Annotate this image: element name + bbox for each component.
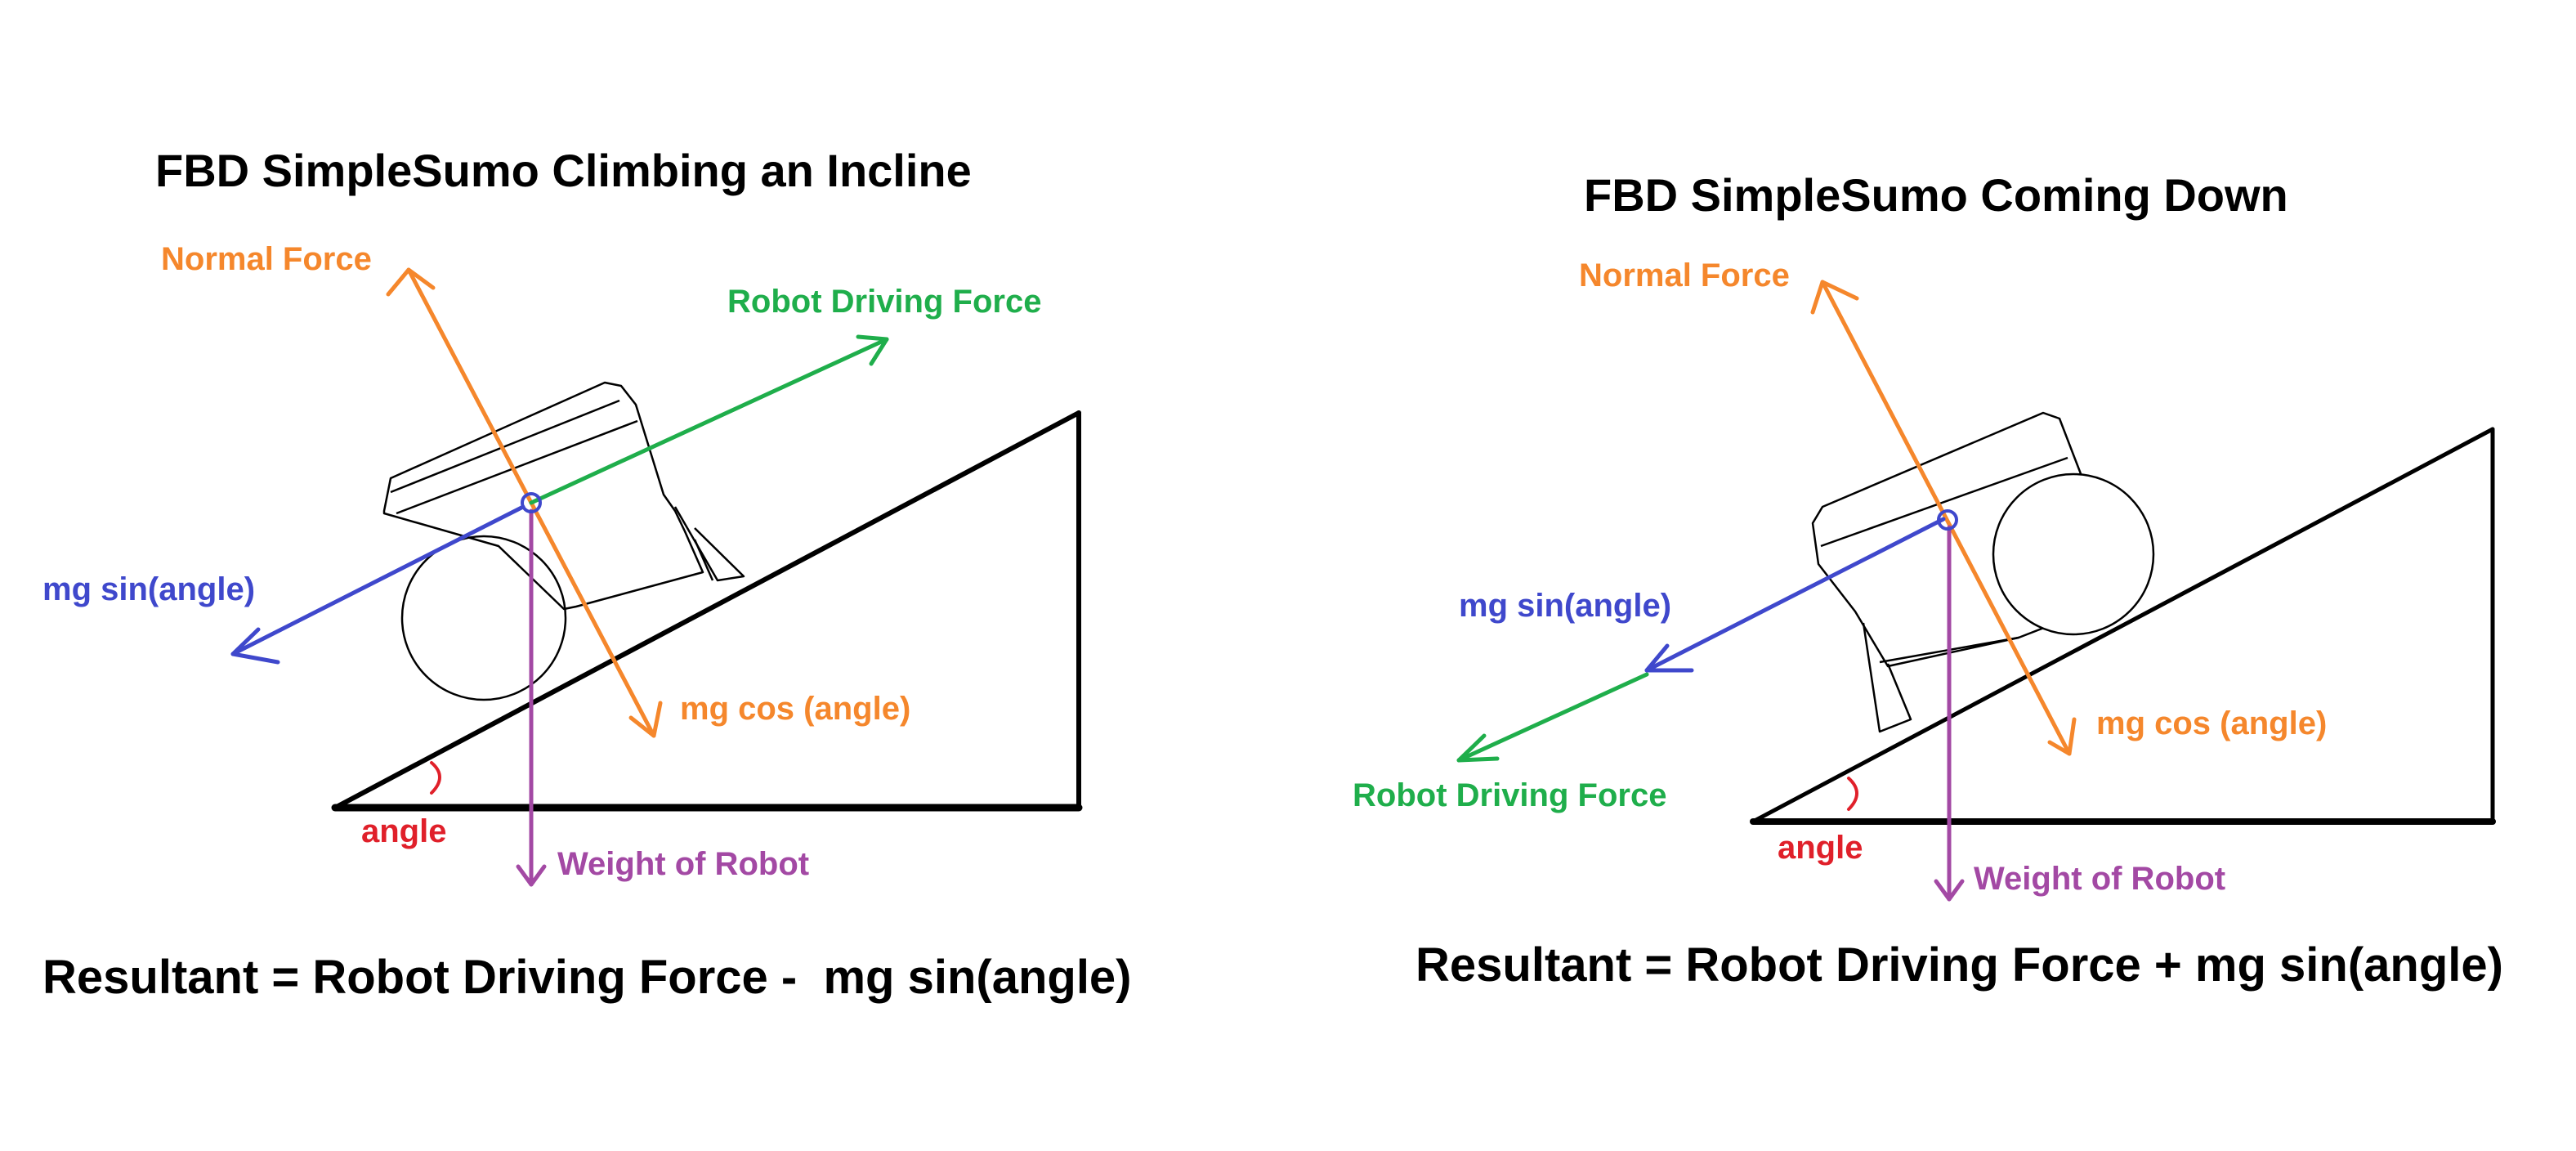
- left-driving-force-arrow: [529, 334, 889, 505]
- left-driving-force-label: Robot Driving Force: [727, 284, 1041, 320]
- left-mg-sin-arrow: [230, 504, 525, 665]
- right-incline: [1750, 427, 2496, 825]
- right-mg-sin-label: mg sin(angle): [1459, 588, 1671, 624]
- right-normal-force-label: Normal Force: [1579, 258, 1790, 293]
- right-angle-label: angle: [1778, 830, 1863, 866]
- right-title: FBD SimpleSumo Coming Down: [1584, 169, 2288, 221]
- right-mg-cos-label: mg cos (angle): [2096, 705, 2327, 741]
- left-robot: [382, 381, 745, 701]
- right-driving-force-arrow: [1456, 672, 1649, 763]
- left-resultant-formula: Resultant = Robot Driving Force - mg sin…: [42, 951, 1132, 1004]
- left-angle-arc: [430, 761, 441, 795]
- right-diagram: FBD SimpleSumo Coming Down: [1353, 169, 2503, 992]
- right-weight-label: Weight of Robot: [1974, 861, 2225, 897]
- left-mg-cos-label: mg cos (angle): [680, 691, 910, 727]
- right-mg-sin-arrow: [1644, 517, 1946, 673]
- left-incline: [331, 410, 1083, 812]
- left-weight-arrow: [516, 508, 547, 887]
- right-weight-arrow: [1934, 525, 1965, 902]
- right-driving-force-label: Robot Driving Force: [1353, 777, 1666, 813]
- left-weight-label: Weight of Robot: [557, 846, 809, 882]
- left-mg-sin-label: mg sin(angle): [42, 571, 255, 607]
- right-center-of-mass: [1937, 509, 1958, 531]
- right-robot: [1811, 411, 2155, 733]
- left-diagram: FBD SimpleSumo Climbing an Incline: [42, 145, 1132, 1004]
- right-resultant-formula: Resultant = Robot Driving Force + mg sin…: [1415, 938, 2503, 992]
- left-title: FBD SimpleSumo Climbing an Incline: [155, 145, 972, 196]
- left-angle-label: angle: [361, 813, 446, 849]
- left-normal-force-arrow: [386, 267, 663, 738]
- right-normal-force-arrow: [1810, 280, 2077, 756]
- left-center-of-mass: [521, 492, 542, 513]
- left-normal-force-label: Normal Force: [161, 241, 372, 277]
- right-angle-arc: [1847, 777, 1858, 811]
